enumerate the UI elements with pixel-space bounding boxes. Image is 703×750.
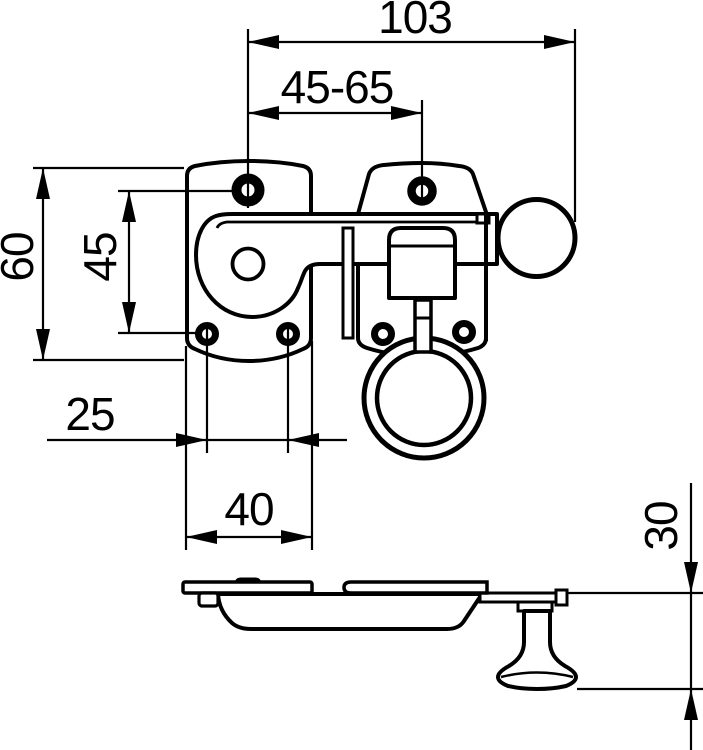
dim-label-knob-projection: 30 (635, 501, 687, 550)
side-pivot-boss (235, 577, 261, 583)
dim-label-hole-slot-range: 45-65 (281, 61, 394, 113)
dim-label-plate-height: 60 (0, 232, 43, 281)
bar-inner-edge-line (215, 220, 477, 229)
dim-label-overall-width: 103 (378, 0, 452, 43)
ring-shank (413, 298, 433, 354)
dim-plate-width: 40 (184, 341, 314, 550)
dim-hole-spacing-vertical: 45 (74, 189, 236, 335)
side-knob-brim-line (500, 671, 574, 679)
side-bar-end-block (554, 588, 569, 607)
dim-hole-slot-range: 45-65 (248, 61, 424, 204)
pull-ring-inner (374, 348, 474, 448)
top-view (185, 159, 578, 461)
side-edge-notch (197, 591, 220, 608)
screw-hole-bottom-right-1 (371, 322, 395, 346)
knob (495, 197, 578, 279)
dim-label-hole-spacing-vertical: 45 (74, 232, 126, 281)
dim-knob-projection: 30 (566, 483, 703, 750)
bar-end-tab (475, 212, 491, 225)
dim-label-bottom-hole-spacing: 25 (65, 388, 114, 440)
dim-overall-width: 103 (246, 0, 577, 222)
side-plate-strip-right (342, 580, 489, 595)
keeper-strap (387, 226, 457, 300)
pivot-hole (230, 246, 266, 282)
side-knob-stem-foot (496, 609, 578, 691)
side-plate-strip-left (181, 580, 314, 595)
screw-hole-bottom-right-2 (452, 320, 476, 344)
guide-strip (341, 226, 355, 340)
side-view (181, 577, 578, 691)
dim-plate-height: 60 (0, 166, 184, 362)
side-tray-body (216, 592, 482, 631)
dim-label-plate-width: 40 (224, 483, 273, 535)
